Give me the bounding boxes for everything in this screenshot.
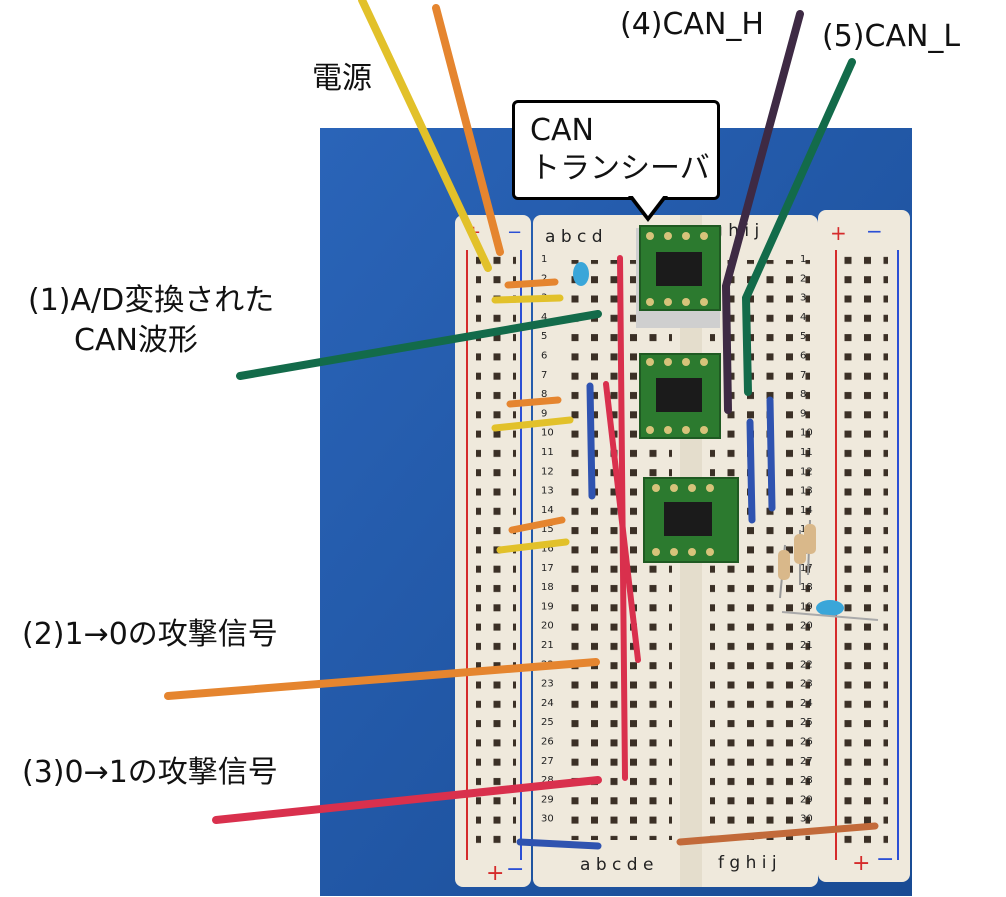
power-label: 電源 [312, 61, 372, 96]
row-number-right: 3 [800, 293, 806, 304]
can-transceiver-chip-3 [643, 477, 739, 563]
row-number-left: 1 [541, 254, 547, 265]
capacitor-1 [573, 262, 589, 286]
row-number-right: 8 [800, 389, 806, 400]
row-number-right: 20 [800, 621, 813, 632]
row-number-left: 30 [541, 814, 554, 825]
column-labels-top-right: g h i j [712, 221, 759, 241]
row-number-left: 9 [541, 408, 547, 419]
row-number-left: 24 [541, 698, 554, 709]
svg-text:−: − [876, 847, 894, 872]
row-number-left: 17 [541, 563, 554, 574]
column-labels-bottom-right: f g h i j [718, 853, 777, 873]
can-h-wire [721, 10, 804, 414]
transceiver-callout [512, 100, 720, 200]
row-number-left: 6 [541, 351, 547, 362]
row-number-right: 12 [800, 466, 813, 477]
row-number-right: 10 [800, 428, 813, 439]
row-number-left: 7 [541, 370, 547, 381]
row-number-left: 4 [541, 312, 547, 323]
callout-tail-inner [632, 195, 664, 216]
row-number-left: 11 [541, 447, 554, 458]
row-number-left: 5 [541, 331, 547, 342]
row-number-left: 15 [541, 524, 554, 535]
row-number-left: 27 [541, 756, 554, 767]
transceiver-label-line1: CAN [530, 113, 594, 148]
attack-0to1-label: (3)0→1の攻撃信号 [22, 755, 278, 790]
row-number-right: 7 [800, 370, 806, 381]
row-number-right: 18 [800, 582, 813, 593]
can-l-label: (5)CAN_L [822, 19, 961, 54]
row-number-right: 19 [800, 601, 813, 612]
short-jumper-wires [491, 255, 879, 850]
attack-1to0-wire [164, 658, 600, 700]
rail-minus-label: − [506, 857, 524, 882]
transceiver-label-line2: トランシーバ [530, 151, 710, 186]
ad-waveform-wire [236, 310, 602, 380]
row-number-left: 18 [541, 582, 554, 593]
row-number-right: 9 [800, 408, 806, 419]
row-number-right: 21 [800, 640, 813, 651]
can-h-label: (4)CAN_H [620, 7, 764, 42]
row-number-right: 4 [800, 312, 806, 323]
row-number-right: 17 [800, 563, 813, 574]
row-number-right: 1 [800, 254, 806, 265]
row-number-right: 5 [800, 331, 806, 342]
row-number-right: 24 [800, 698, 813, 709]
row-number-left: 25 [541, 717, 554, 728]
row-number-left: 20 [541, 621, 554, 632]
row-number-right: 14 [800, 505, 813, 516]
row-number-right: 26 [800, 737, 813, 748]
ad-waveform-label-line1: (1)A/D変換された [28, 283, 275, 318]
left-power-rail: + − + − [455, 215, 531, 887]
row-number-right: 23 [800, 679, 813, 690]
transceiver-callout-text: CAN トランシーバ [530, 112, 710, 188]
external-wires [164, 0, 856, 824]
attack-1to0-label: (2)1→0の攻撃信号 [22, 617, 278, 652]
row-number-right: 11 [800, 447, 813, 458]
row-number-left: 29 [541, 794, 554, 805]
svg-text:−: − [507, 222, 522, 243]
row-number-left: 14 [541, 505, 554, 516]
can-transceiver-chip-2 [639, 353, 721, 439]
power-wire-orange [432, 4, 504, 256]
row-number-left: 12 [541, 466, 554, 477]
row-number-right: 29 [800, 794, 813, 805]
can-l-wire [741, 58, 856, 396]
row-number-right: 22 [800, 659, 813, 670]
capacitor-2 [781, 600, 879, 621]
row-number-left: 10 [541, 428, 554, 439]
resistors [778, 519, 816, 599]
svg-text:+: + [852, 851, 870, 876]
can-transceiver-chip-1 [636, 225, 721, 328]
attack-0to1-wire [212, 776, 602, 824]
svg-text:−: − [866, 219, 883, 243]
column-labels-bottom-left: a b c d e [580, 855, 653, 875]
row-number-right: 6 [800, 351, 806, 362]
row-number-right: 27 [800, 756, 813, 767]
right-power-rail: + − + − [818, 210, 910, 882]
column-labels-top-left: a b c d [545, 227, 603, 247]
row-number-left: 2 [541, 273, 547, 284]
row-number-left: 28 [541, 775, 554, 786]
ad-waveform-label-line2: CAN波形 [74, 323, 198, 358]
row-number-left: 16 [541, 544, 554, 555]
power-wire-yellow [358, 0, 492, 272]
row-number-right: 2 [800, 273, 806, 284]
row-number-right: 25 [800, 717, 813, 728]
rail-plus-label: + [486, 861, 504, 886]
row-number-left: 19 [541, 601, 554, 612]
row-number-left: 21 [541, 640, 554, 651]
row-number-right: 13 [800, 486, 813, 497]
row-number-left: 23 [541, 679, 554, 690]
row-number-left: 8 [541, 389, 547, 400]
row-number-right: 30 [800, 814, 813, 825]
row-number-left: 26 [541, 737, 554, 748]
row-number-left: 13 [541, 486, 554, 497]
svg-text:+: + [830, 221, 847, 245]
row-number-right: 28 [800, 775, 813, 786]
